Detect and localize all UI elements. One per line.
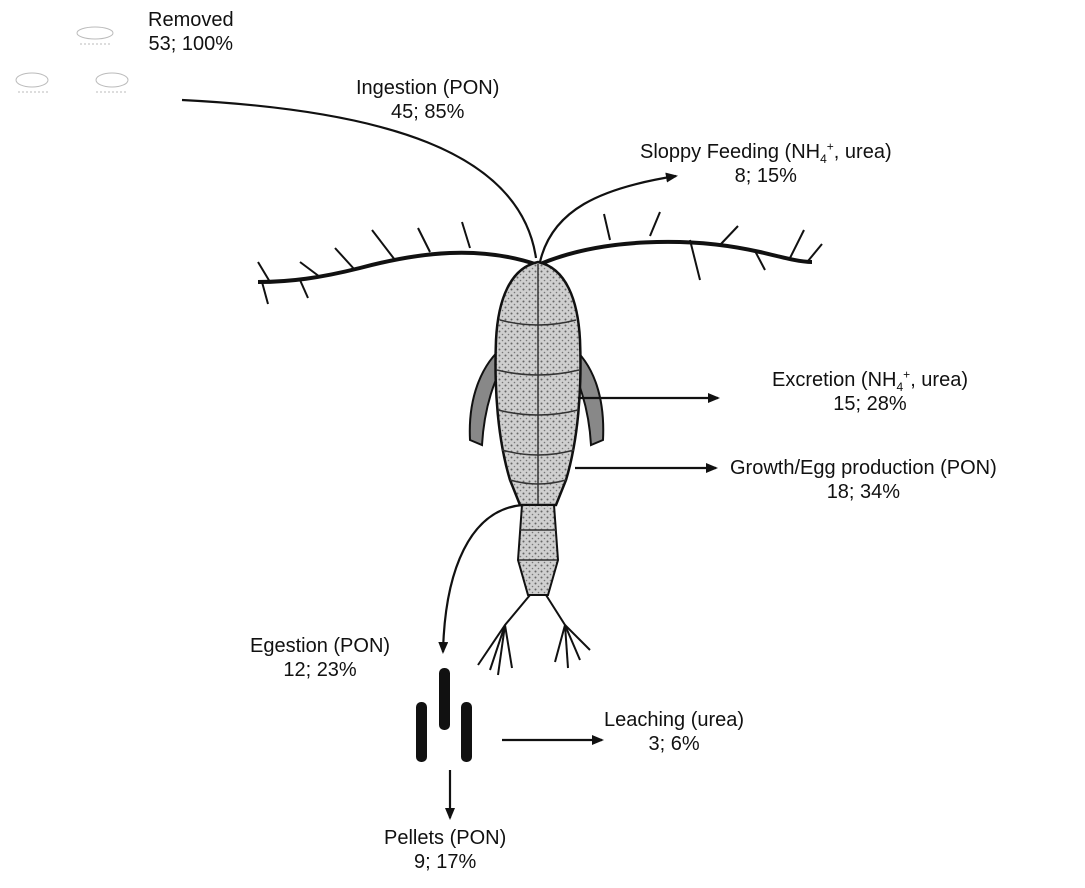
sloppy-feeding-title: Sloppy Feeding (NH4+, urea) — [640, 140, 892, 164]
ingestion-title: Ingestion (PON) — [356, 76, 499, 100]
pellets-title: Pellets (PON) — [384, 826, 506, 850]
sloppy-feeding-label: Sloppy Feeding (NH4+, urea) 8; 15% — [640, 140, 892, 188]
right-antenna — [538, 242, 812, 265]
ingestion-label: Ingestion (PON) 45; 85% — [356, 76, 499, 124]
removed-title: Removed — [148, 8, 234, 32]
ingestion-value: 45; 85% — [356, 100, 499, 124]
copepod-illustration — [258, 212, 822, 675]
phytoplankton-icon — [16, 27, 128, 92]
egestion-value: 12; 23% — [250, 658, 390, 682]
left-antenna — [258, 253, 538, 282]
leaching-value: 3; 6% — [604, 732, 744, 756]
leaching-label: Leaching (urea) 3; 6% — [604, 708, 744, 756]
sloppy-feeding-arrow — [540, 176, 676, 262]
removed-value: 53; 100% — [148, 32, 234, 56]
growth-label: Growth/Egg production (PON) 18; 34% — [730, 456, 997, 504]
leaching-title: Leaching (urea) — [604, 708, 744, 732]
excretion-title: Excretion (NH4+, urea) — [772, 368, 968, 392]
sloppy-feeding-value: 8; 15% — [640, 164, 892, 188]
pellets-value: 9; 17% — [384, 850, 506, 874]
excretion-label: Excretion (NH4+, urea) 15; 28% — [772, 368, 968, 416]
growth-value: 18; 34% — [730, 480, 997, 504]
fecal-pellets-icon — [416, 668, 472, 762]
pellets-label: Pellets (PON) 9; 17% — [384, 826, 506, 874]
egestion-title: Egestion (PON) — [250, 634, 390, 658]
removed-label: Removed 53; 100% — [148, 8, 234, 56]
egestion-label: Egestion (PON) 12; 23% — [250, 634, 390, 682]
growth-title: Growth/Egg production (PON) — [730, 456, 997, 480]
excretion-value: 15; 28% — [772, 392, 968, 416]
egestion-arrow — [443, 505, 522, 652]
